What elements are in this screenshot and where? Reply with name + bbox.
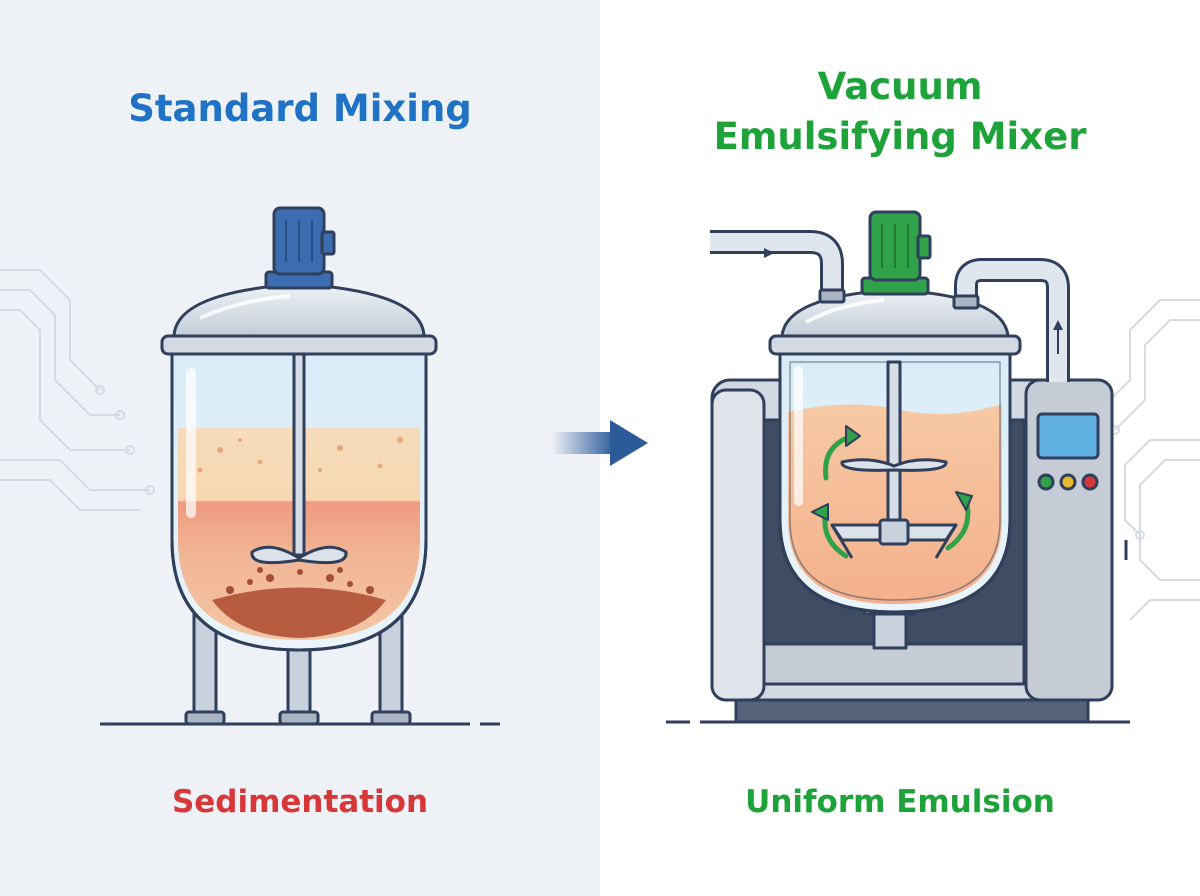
tank-rim — [160, 334, 438, 356]
emulsifier-rim — [768, 334, 1022, 356]
impeller-icon — [840, 458, 948, 472]
emulsifier-shaft — [886, 360, 902, 544]
sediment-layer — [212, 587, 386, 638]
uniform-emulsion-caption: Uniform Emulsion — [745, 784, 1055, 820]
green-button — [1037, 473, 1055, 491]
vacuum-emulsifying-title: Vacuum Emulsifying Mixer — [600, 62, 1200, 162]
standard-mixing-tank — [100, 206, 500, 726]
vacuum-title-line1: Vacuum — [817, 65, 983, 108]
standard-mixing-title: Standard Mixing — [128, 87, 472, 130]
pipe-arrow-icon — [764, 248, 774, 258]
impeller-icon — [250, 545, 348, 565]
flow-arrow-icon — [552, 420, 648, 466]
yellow-button — [1059, 473, 1077, 491]
agitator-shaft — [292, 338, 306, 557]
sedimentation-caption: Sedimentation — [171, 784, 429, 820]
tank-leg — [286, 638, 312, 722]
pipe-arrow-icon — [1053, 320, 1063, 330]
red-button — [1081, 473, 1099, 491]
tank-lid — [172, 282, 426, 338]
vacuum-title-line2: Emulsifying Mixer — [713, 115, 1087, 158]
control-screen — [1036, 412, 1100, 460]
vacuum-emulsifying-mixer — [666, 210, 1130, 724]
